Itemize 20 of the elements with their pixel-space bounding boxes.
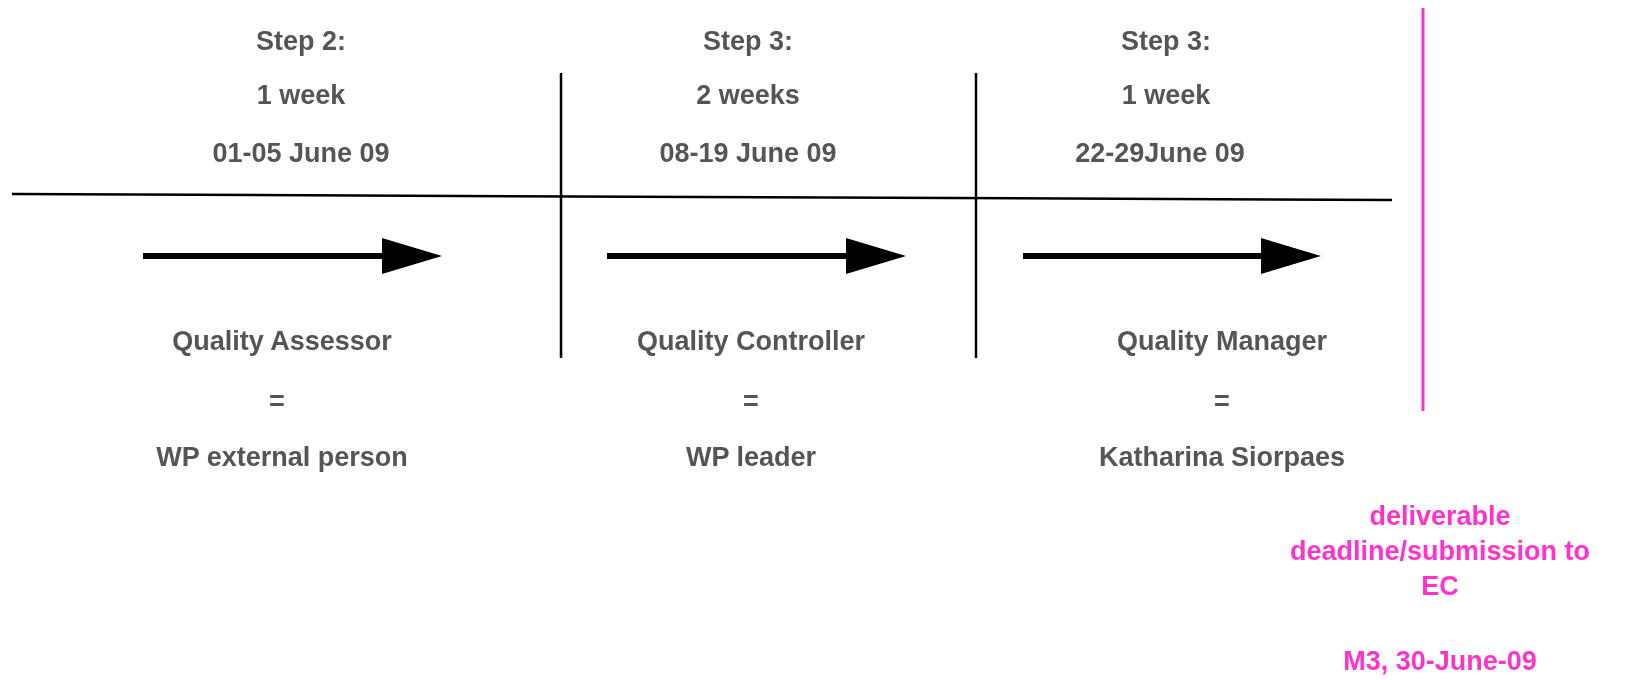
- duration-label: 2 weeks: [696, 79, 800, 113]
- role-label: Quality Controller: [637, 325, 865, 359]
- step-label: Step 3:: [703, 25, 793, 59]
- person-label: WP external person: [156, 441, 408, 475]
- equals-sign: =: [743, 385, 759, 419]
- step-label: Step 3:: [1121, 25, 1211, 59]
- step-label: Step 2:: [256, 25, 346, 59]
- person-label: WP leader: [685, 441, 817, 475]
- date-label: 08-19 June 09: [659, 137, 837, 171]
- equals-sign: =: [269, 385, 285, 419]
- date-label: 22-29June 09: [1075, 137, 1245, 171]
- role-label: Quality Assessor: [172, 325, 392, 359]
- date-label: 01-05 June 09: [212, 137, 390, 171]
- role-label: Quality Manager: [1116, 325, 1328, 359]
- duration-label: 1 week: [1121, 79, 1211, 113]
- milestone-date: M3, 30-June-09: [1343, 645, 1537, 679]
- deadline-note: deliverable deadline/submission to EC: [1288, 500, 1591, 604]
- person-label: Katharina Siorpaes: [1098, 441, 1346, 475]
- equals-sign: =: [1214, 385, 1230, 419]
- duration-label: 1 week: [256, 79, 346, 113]
